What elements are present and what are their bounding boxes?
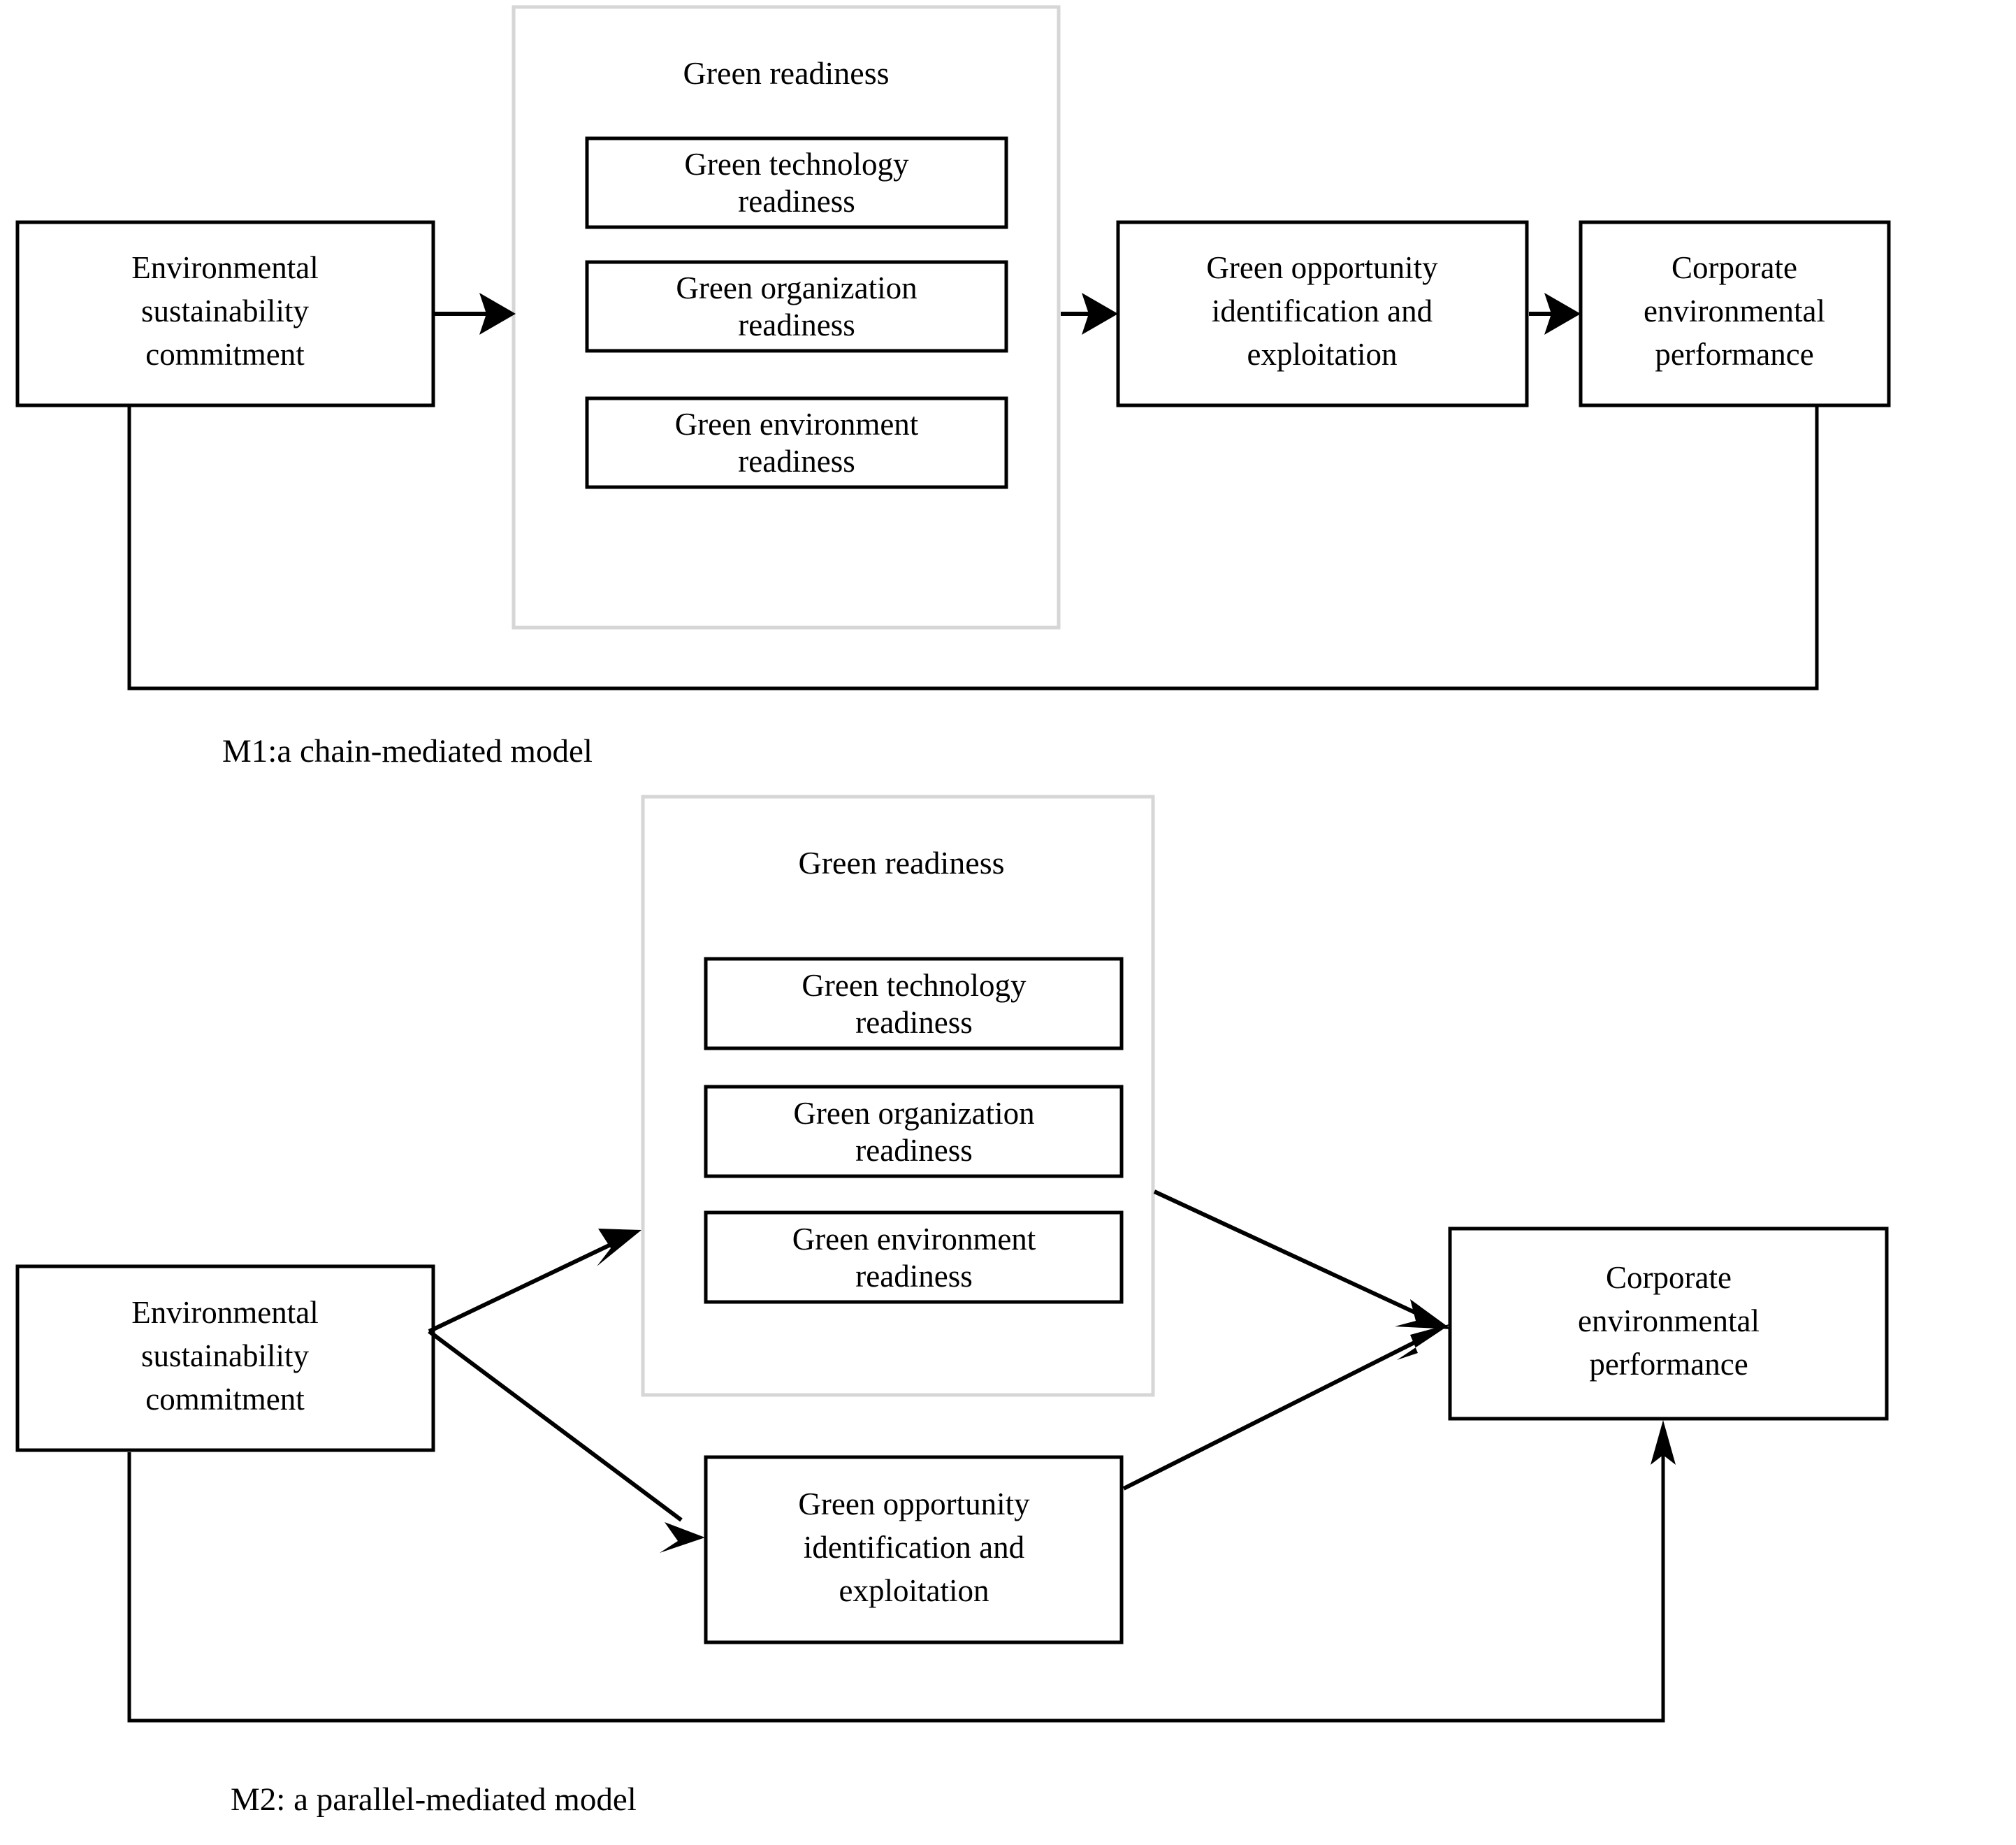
m1-green-readiness-title: Green readiness <box>683 55 889 91</box>
m2-node-green-organization-readiness <box>704 1085 1124 1178</box>
m1-node-green-technology-readiness <box>585 136 1008 229</box>
m1-node-green-environment-readiness <box>585 396 1008 489</box>
m1-node-green-opportunity-identification-exploitation <box>1116 220 1529 407</box>
m1-ger-line2: readiness <box>738 444 855 479</box>
m1-source-line1: Environmental <box>131 250 318 285</box>
m1-cep-line3: performance <box>1655 337 1813 372</box>
m2-edge-source-to-green-readiness <box>428 1229 641 1333</box>
m2-cep-line2: environmental <box>1578 1303 1760 1338</box>
m2-edge-source-to-opportunity <box>428 1329 705 1553</box>
m2-source-line3: commitment <box>145 1382 305 1417</box>
m2-cep-line3: performance <box>1589 1347 1748 1382</box>
m1-goie-line2: identification and <box>1212 294 1433 328</box>
m2-goie-line1: Green opportunity <box>798 1486 1030 1521</box>
m2-cep-line1: Corporate <box>1606 1260 1732 1295</box>
m2-node-environmental-sustainability-commitment <box>15 1264 435 1452</box>
m2-goie-line3: exploitation <box>839 1573 989 1608</box>
m2-gor-line2: readiness <box>855 1133 972 1168</box>
m2-edge-green-readiness-to-outcome <box>1153 1189 1451 1329</box>
m2-caption: M2: a parallel-mediated model <box>231 1781 637 1818</box>
m1-edge-green-readiness-to-opportunity <box>1061 293 1118 335</box>
m1-source-line2: sustainability <box>141 294 309 328</box>
model-m2: Green readiness Green technology readine… <box>15 795 1889 1818</box>
m2-node-green-opportunity-identification-exploitation <box>704 1455 1124 1644</box>
m2-gor-line1: Green organization <box>793 1096 1034 1131</box>
m1-cep-line1: Corporate <box>1671 250 1797 285</box>
m1-goie-line3: exploitation <box>1247 337 1398 372</box>
m1-gor-line2: readiness <box>738 308 855 342</box>
m1-gtr-line1: Green technology <box>684 147 909 182</box>
m1-gor-line1: Green organization <box>676 270 917 305</box>
m2-ger-line1: Green environment <box>792 1222 1036 1257</box>
m1-edge-opportunity-to-outcome <box>1529 293 1581 335</box>
m1-source-line3: commitment <box>145 337 305 372</box>
m2-node-corporate-environmental-performance <box>1448 1227 1889 1421</box>
m2-edge-opportunity-to-outcome <box>1122 1324 1451 1491</box>
m1-caption: M1:a chain-mediated model <box>222 733 593 769</box>
m1-node-environmental-sustainability-commitment <box>15 220 435 407</box>
m2-edge-source-to-outcome-direct <box>127 1420 1676 1723</box>
m2-node-green-environment-readiness <box>704 1210 1124 1304</box>
m1-cep-line2: environmental <box>1644 294 1825 328</box>
m1-node-corporate-environmental-performance <box>1579 220 1891 407</box>
m2-gtr-line1: Green technology <box>802 968 1027 1003</box>
m1-gtr-line2: readiness <box>738 184 855 219</box>
m2-green-readiness-title: Green readiness <box>798 845 1004 881</box>
m1-edge-source-to-green-readiness <box>435 293 516 335</box>
model-m1: Green readiness Green technology readine… <box>15 5 1891 769</box>
m1-node-green-organization-readiness <box>585 260 1008 353</box>
m2-source-line1: Environmental <box>131 1295 318 1330</box>
m2-goie-line2: identification and <box>804 1530 1024 1565</box>
m2-ger-line2: readiness <box>855 1259 972 1294</box>
m1-ger-line1: Green environment <box>675 407 919 442</box>
m2-node-green-technology-readiness <box>704 957 1124 1050</box>
m2-gtr-line2: readiness <box>855 1005 972 1040</box>
m2-source-line2: sustainability <box>141 1338 309 1373</box>
m1-goie-line1: Green opportunity <box>1206 250 1438 285</box>
